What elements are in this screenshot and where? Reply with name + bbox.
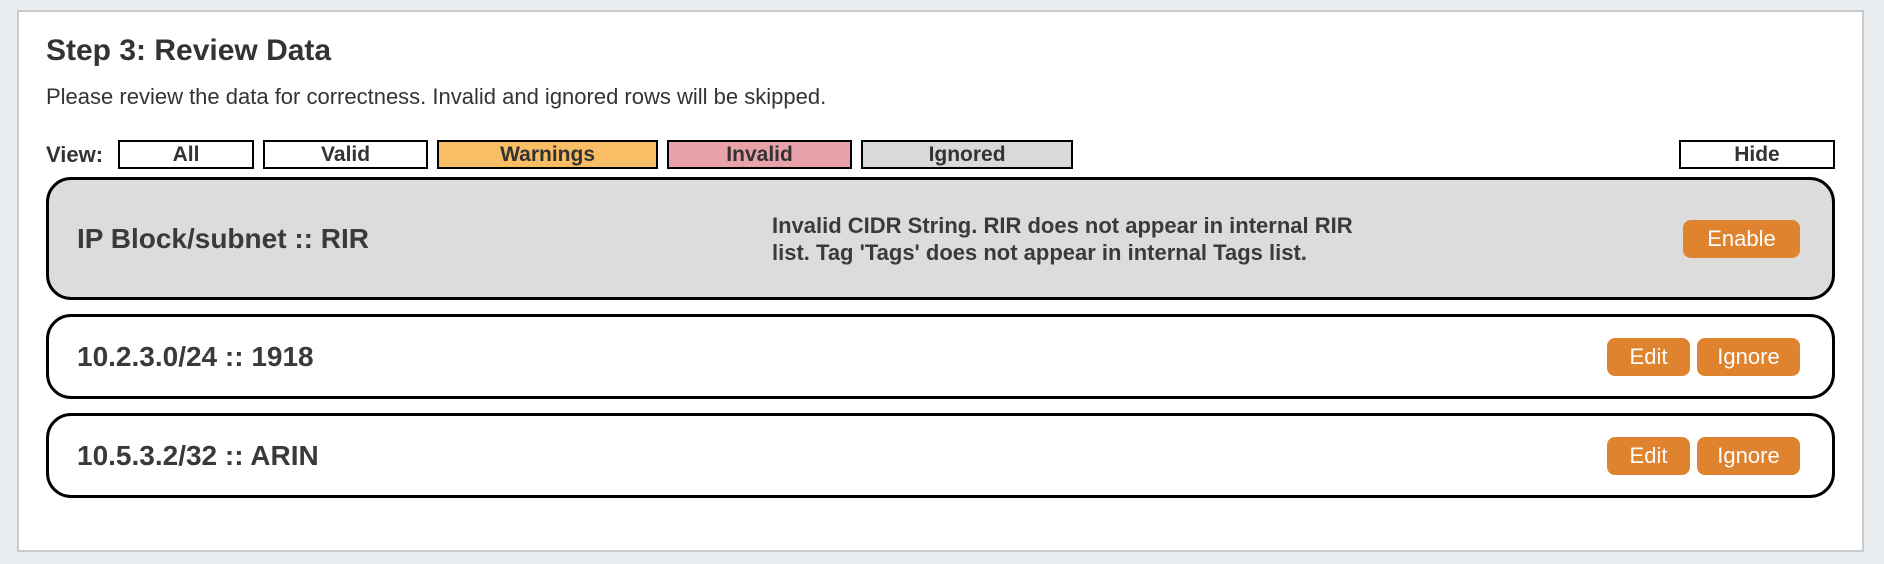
validation-warning-message: Invalid CIDR String. RIR does not appear…	[772, 212, 1353, 265]
data-row-actions: Edit Ignore	[1607, 337, 1800, 376]
ignore-button[interactable]: Ignore	[1697, 436, 1800, 475]
data-row: 10.5.3.2/32 :: ARIN Edit Ignore	[46, 413, 1835, 498]
page-subtitle: Please review the data for correctness. …	[46, 84, 827, 109]
page-title: Step 3: Review Data	[46, 34, 332, 67]
edit-button[interactable]: Edit	[1607, 436, 1690, 475]
view-filter-row: View: All Valid Warnings Invalid Ignored…	[46, 140, 1835, 169]
filter-all-button[interactable]: All	[118, 140, 255, 169]
filter-ignored-button[interactable]: Ignored	[861, 140, 1074, 169]
filter-valid-button[interactable]: Valid	[263, 140, 429, 169]
filter-invalid-button[interactable]: Invalid	[667, 140, 853, 169]
data-row: 10.2.3.0/24 :: 1918 Edit Ignore	[46, 314, 1835, 399]
filter-warnings-button[interactable]: Warnings	[437, 140, 659, 169]
header-row-title: IP Block/subnet :: RIR	[77, 222, 369, 254]
data-row-title: 10.2.3.0/24 :: 1918	[77, 340, 314, 372]
review-data-panel: Step 3: Review Data Please review the da…	[17, 10, 1864, 552]
enable-button[interactable]: Enable	[1683, 219, 1800, 258]
edit-button[interactable]: Edit	[1607, 337, 1690, 376]
header-row-actions: Enable	[1683, 219, 1800, 258]
ignore-button[interactable]: Ignore	[1697, 337, 1800, 376]
column-header-row: IP Block/subnet :: RIR Invalid CIDR Stri…	[46, 177, 1835, 300]
data-row-title: 10.5.3.2/32 :: ARIN	[77, 439, 319, 471]
view-label: View:	[46, 141, 104, 167]
data-row-actions: Edit Ignore	[1607, 436, 1800, 475]
hide-button[interactable]: Hide	[1679, 140, 1835, 169]
